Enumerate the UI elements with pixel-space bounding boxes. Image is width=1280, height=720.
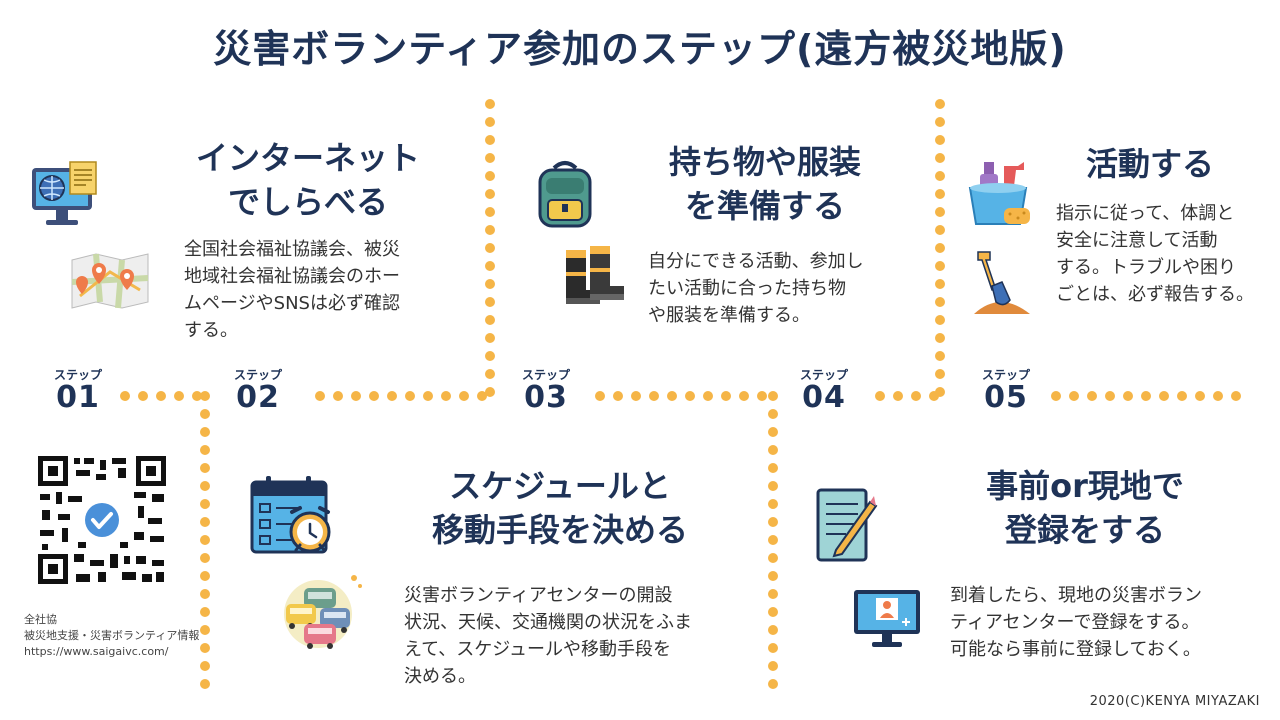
copyright: 2020(C)KENYA MIYAZAKI [1089, 694, 1260, 709]
step5-heading: 活動する [1085, 145, 1214, 183]
step-badge-01: ステップ 01 [48, 368, 108, 414]
step1-heading: インターネット でしらべる [195, 139, 420, 222]
step-number: 05 [984, 380, 1028, 415]
step1-body: 全国社会福祉協議会、被災 地域社会福祉協議会のホー ムページやSNSは必ず確認 … [184, 239, 400, 341]
step5-body: 指示に従って、体調と 安全に注意して活動 する。トラブルや困り ごとは、必ず報告… [1056, 203, 1254, 305]
step3-heading: 持ち物や服装 を準備する [668, 143, 861, 226]
qr-code-icon [38, 456, 166, 584]
step-number: 04 [802, 380, 846, 415]
step-label: ステップ [981, 368, 1030, 382]
step3-body: 自分にできる活動、参加し たい活動に合った持ち物 や服装を準備する。 [648, 251, 864, 326]
shovel-icon [974, 251, 1030, 314]
step-label: ステップ [233, 368, 282, 382]
map-pin-icon [71, 253, 149, 309]
page-title: 災害ボランティア参加のステップ(遠方被災地版) [213, 27, 1067, 71]
traffic-cars-icon [284, 575, 362, 649]
clipboard-pen-icon [816, 488, 878, 562]
step2-body: 災害ボランティアセンターの開設 状況、天候、交通機関の状況をふま えて、スケジュ… [404, 585, 692, 687]
step4-body: 到着したら、現地の災害ボラン ティアセンターで登録をする。 可能なら事前に登録し… [950, 585, 1202, 660]
step-number: 01 [56, 380, 100, 415]
step-label: ステップ [799, 368, 848, 382]
computer-globe-icon [32, 161, 97, 225]
step-number: 03 [524, 380, 568, 415]
step4-heading: 事前or現地で 登録をする [986, 467, 1184, 550]
rain-boots-icon [566, 246, 624, 304]
step2-heading: スケジュールと 移動手段を決める [431, 467, 688, 550]
step-badge-03: ステップ 03 [516, 368, 576, 414]
step-badge-02: ステップ 02 [228, 368, 288, 414]
backpack-icon [538, 161, 592, 228]
cleaning-bucket-icon [968, 162, 1030, 225]
step-number: 02 [236, 380, 280, 415]
step-badge-04: ステップ 04 [794, 368, 854, 414]
step-label: ステップ [521, 368, 570, 382]
alarm-clock-icon [289, 506, 331, 553]
source-credit: 全社協 被災地支援・災害ボランティア情報 https://www.saigaiv… [24, 613, 200, 658]
step-badge-05: ステップ 05 [976, 368, 1036, 414]
online-registration-icon [854, 590, 920, 647]
step-label: ステップ [53, 368, 102, 382]
